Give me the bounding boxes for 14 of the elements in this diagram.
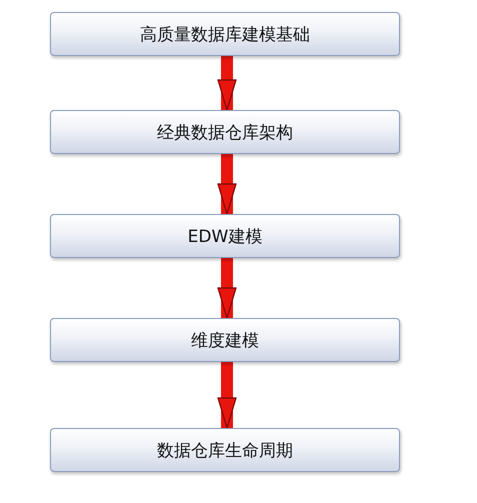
arrow bbox=[217, 56, 237, 111]
process-box bbox=[50, 428, 400, 472]
box-label: 经典数据仓库架构 bbox=[157, 122, 293, 144]
process-box bbox=[50, 214, 400, 258]
process-box bbox=[50, 318, 400, 362]
arrow bbox=[217, 154, 237, 215]
arrow bbox=[217, 362, 237, 429]
process-box bbox=[50, 110, 400, 154]
box-label: 高质量数据库建模基础 bbox=[140, 24, 310, 46]
box-label: 维度建模 bbox=[191, 330, 259, 352]
arrow bbox=[217, 258, 237, 319]
process-box bbox=[50, 12, 400, 56]
box-label: 数据仓库生命周期 bbox=[157, 440, 293, 462]
box-label: EDW建模 bbox=[188, 226, 262, 248]
